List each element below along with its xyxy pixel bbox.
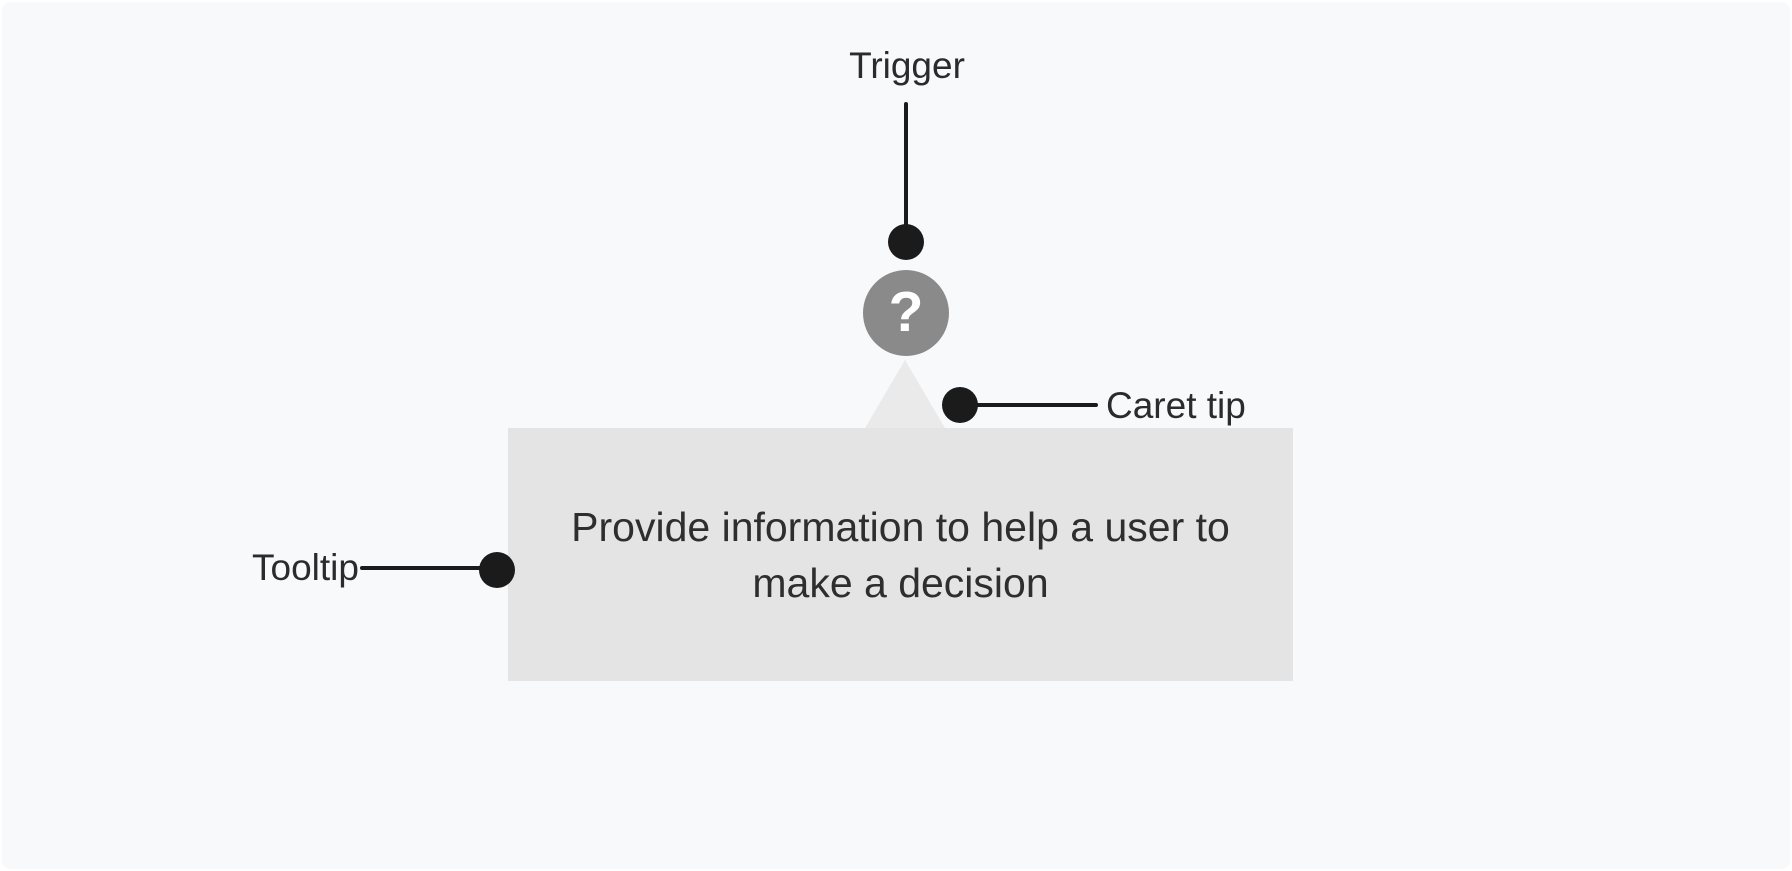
trigger-connector-line [904,102,908,228]
tooltip-message-line-1: Provide information to help a user to [571,503,1230,550]
help-trigger-icon[interactable]: ? [863,270,949,356]
tooltip-message-line-2: make a decision [752,559,1049,606]
tooltip-connector-line [360,566,484,570]
tooltip-connector-dot [479,552,515,588]
tooltip-message: Provide information to help a user to ma… [571,499,1230,611]
caret-tip-annotation-label: Caret tip [1106,385,1246,426]
tooltip-annotation-label: Tooltip [252,547,359,588]
caret-tip-connector-dot [942,387,978,423]
question-mark-icon: ? [888,279,924,344]
caret-tip-connector-line [975,403,1098,407]
trigger-annotation-label: Trigger [849,45,965,86]
tooltip-caret [865,360,945,428]
trigger-connector-dot [888,224,924,260]
tooltip-bubble: Provide information to help a user to ma… [508,428,1293,681]
